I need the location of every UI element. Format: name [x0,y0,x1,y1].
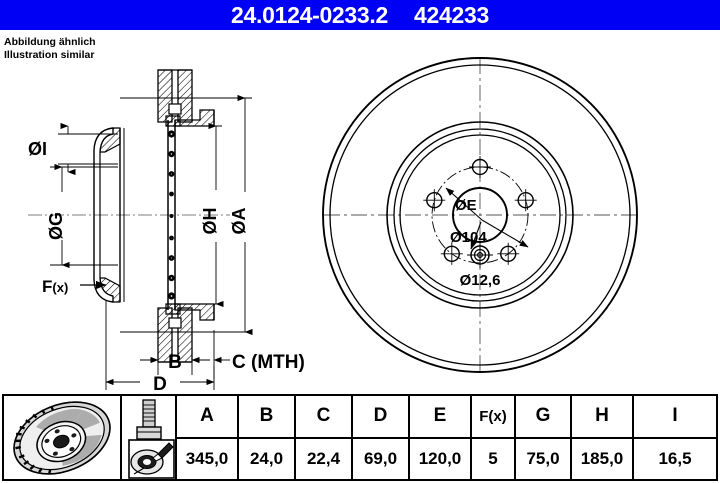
header-a: A [177,396,239,437]
front-view-geometry [322,57,638,373]
label-dia-g: ØG [46,212,66,240]
spec-table-value-row: 345,0 24,0 22,4 69,0 120,0 5 75,0 185,0 … [177,438,716,479]
header-b: B [239,396,296,437]
header-i: I [672,405,678,427]
label-bolt-circle: Ø104 [450,229,487,246]
label-dia-e: ØE [455,197,477,214]
label-dia-a: ØA [229,207,249,234]
brake-disc-icon [13,401,111,475]
label-c-mth: C (MTH) [232,352,305,373]
section-dimensions: ØI ØG F(x) ØH [28,94,305,390]
label-b: B [168,352,182,373]
illustration-note-en: Illustration similar [4,49,95,61]
bolt-icon [128,399,175,479]
value-h: 185,0 [572,438,634,479]
label-bolt-hole: Ø12,6 [460,272,501,289]
label-force-fx: F(x) [42,277,68,296]
front-view-labels: ØE Ø104 Ø12,6 [450,197,500,289]
label-d: D [153,374,167,390]
bolt-icon-cell [122,396,177,479]
value-e: 120,0 [410,438,472,479]
bolt-circle [431,166,529,264]
spec-table-header-row: A B C D E F(x) G H I [177,396,716,439]
hub-mounting-icon [128,439,175,479]
value-b: 24,0 [239,438,296,479]
value-d: 69,0 [353,438,410,479]
label-dia-i: ØI [28,139,47,159]
value-fx: 5 [472,438,516,479]
value-i: 16,5 [658,448,692,468]
header-banner: 24.0124-0233.2 424233 [0,0,720,30]
illustration-note-de: Abbildung ähnlich [4,36,96,48]
drawing-canvas: ØI ØG F(x) ØH [28,57,638,390]
spec-table: A B C D E F(x) G H I 345,0 24,0 22,4 69,… [2,394,718,481]
section-view-geometry [28,69,230,363]
bolt-hole-group [423,156,537,265]
article-number: 424233 [414,1,489,28]
header-g: G [516,396,572,437]
technical-drawing: ØI ØG F(x) ØH [0,30,720,390]
locating-pin [467,242,493,268]
header-e: E [410,396,472,437]
value-g: 75,0 [516,438,572,479]
label-dia-h: ØH [200,208,220,235]
brake-disc-icon-cell [4,396,122,479]
header-h: H [572,396,634,437]
value-c: 22,4 [296,438,353,479]
illustration-note: Abbildung ähnlich Illustration similar [4,36,96,62]
value-a: 345,0 [177,438,239,479]
header-c: C [296,396,353,437]
part-number: 24.0124-0233.2 [231,1,388,28]
bolt-glyph [136,399,162,440]
spec-table-columns: A B C D E F(x) G H I 345,0 24,0 22,4 69,… [177,396,716,479]
header-d: D [353,396,410,437]
header-fx: F(x) [472,396,516,437]
